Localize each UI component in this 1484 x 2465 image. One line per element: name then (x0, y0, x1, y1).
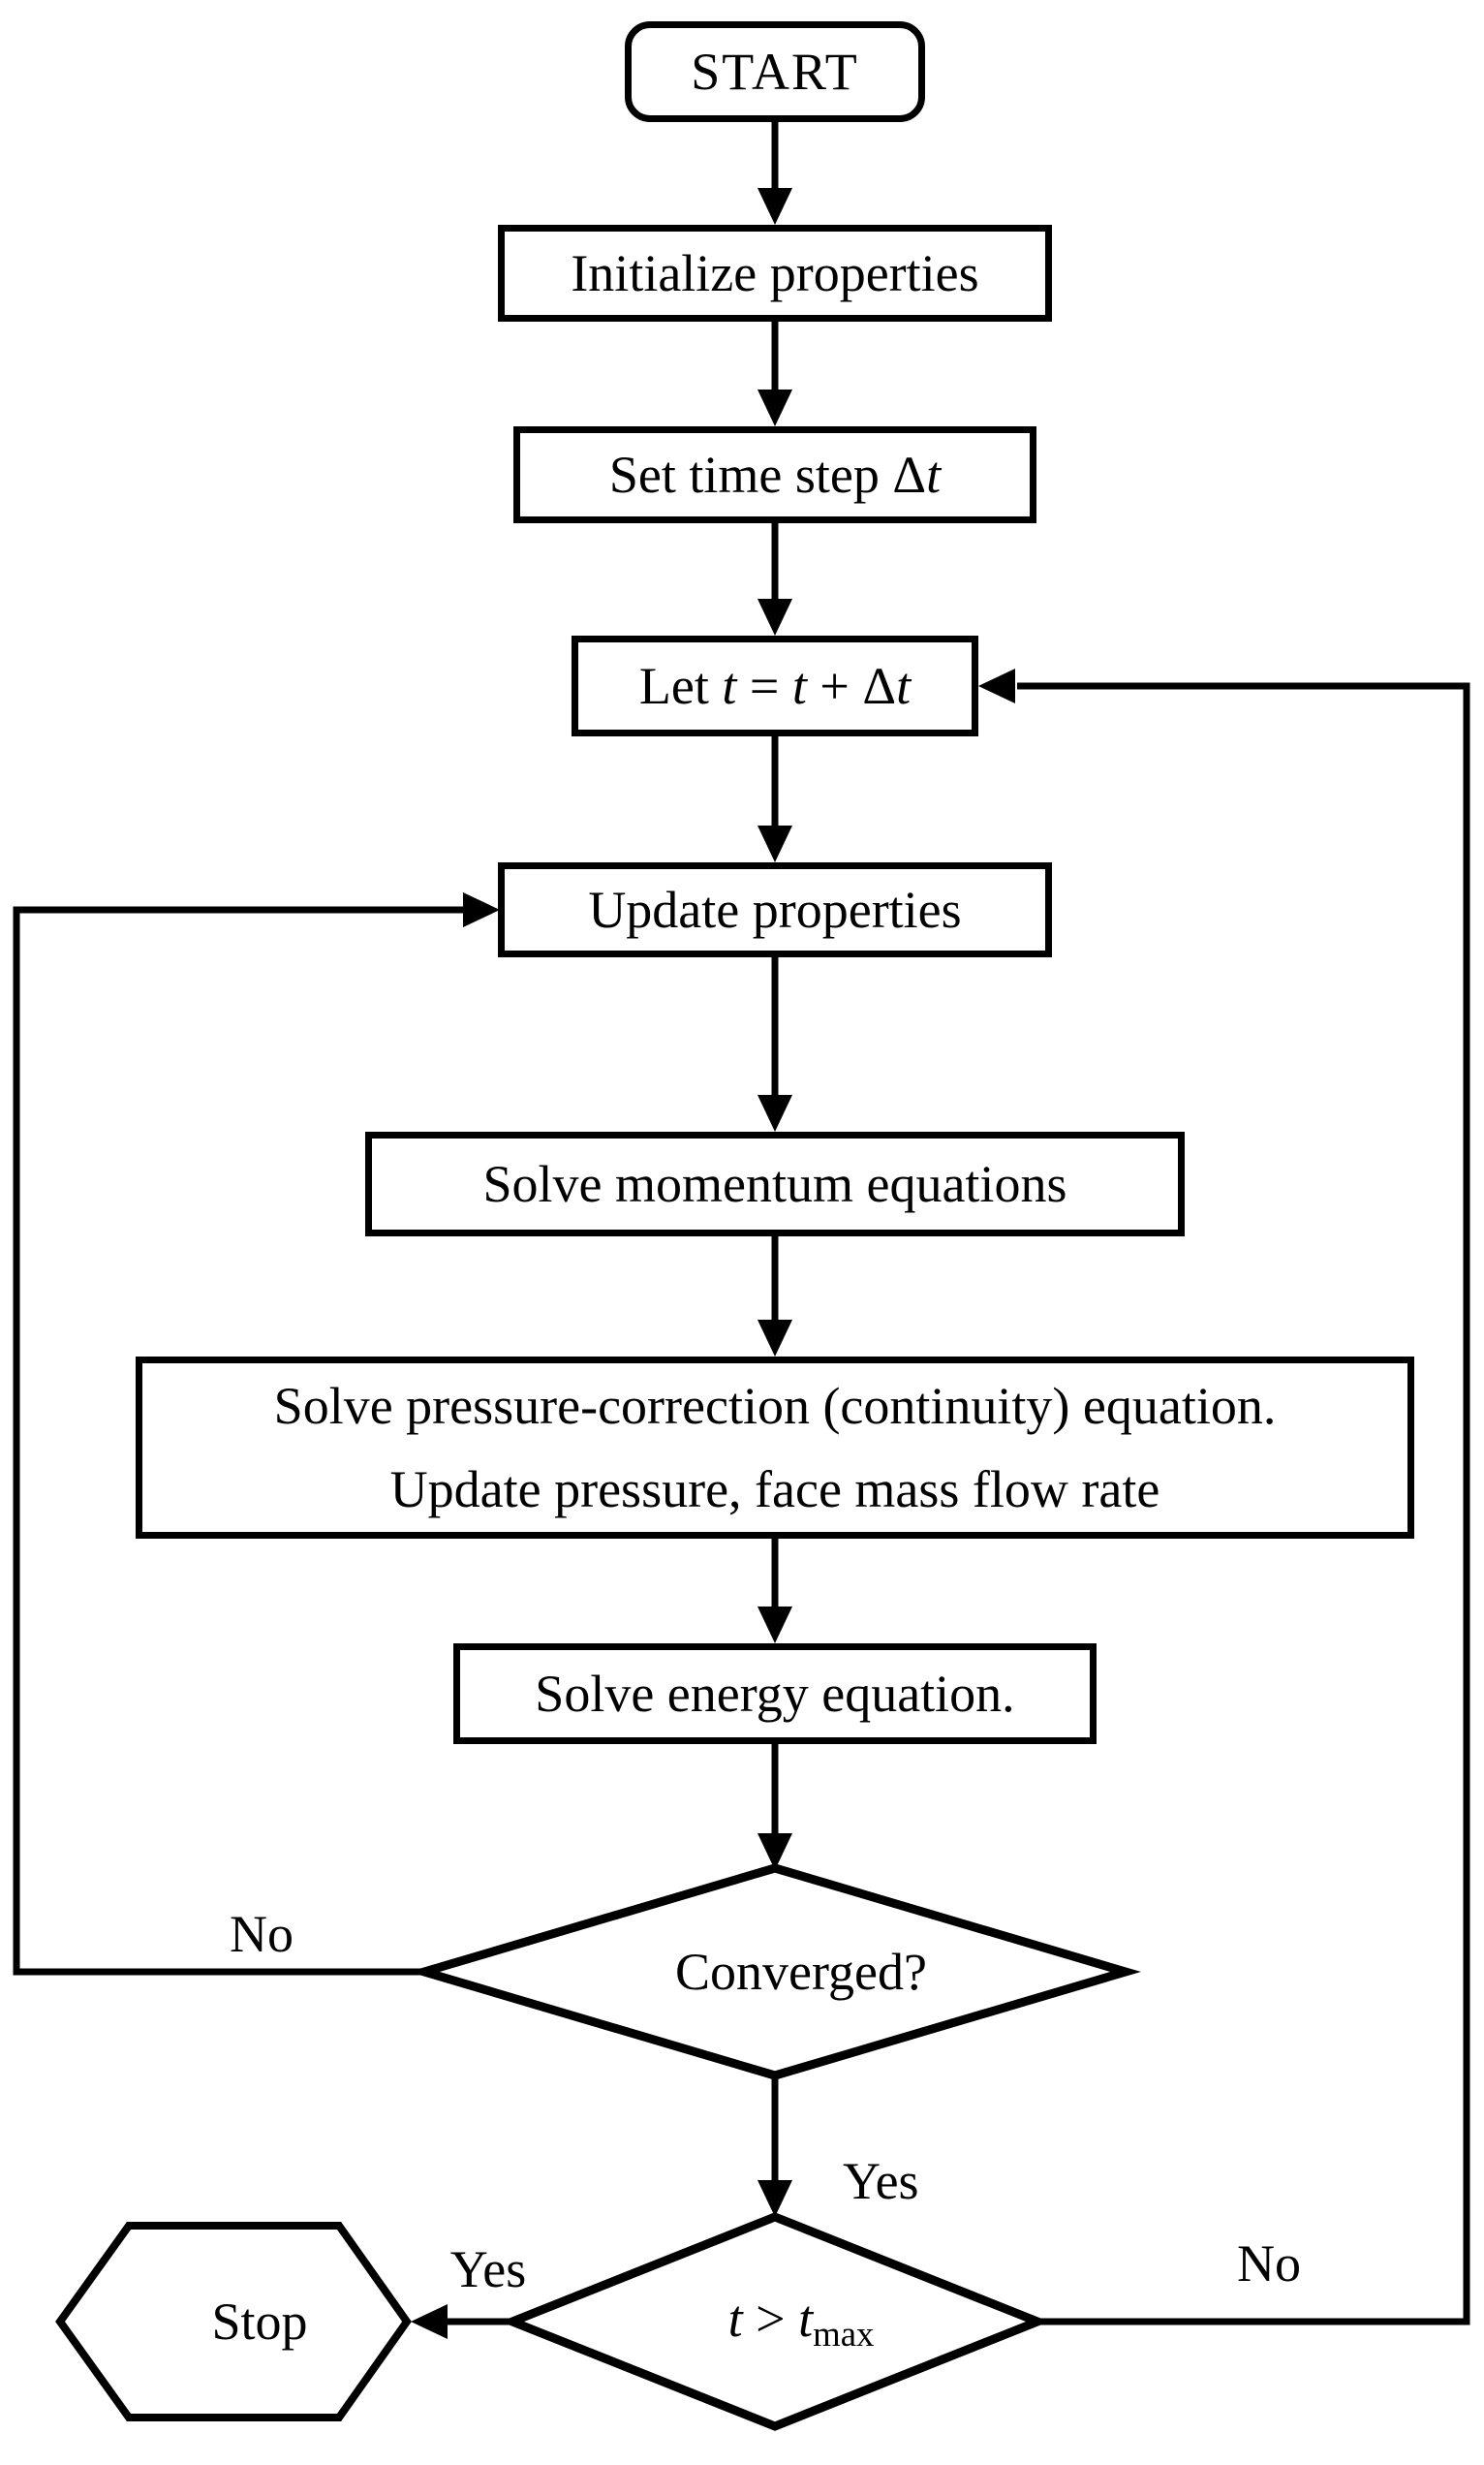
connector-converged-no-loop (13, 906, 465, 1976)
set-time-step-box: Set time step Δt (513, 426, 1036, 523)
converged-decision-shape (409, 1863, 1141, 2080)
pressure-correction-line1: Solve pressure-correction (continuity) e… (273, 1376, 1277, 1435)
converged-decision-label: Converged? (675, 1943, 927, 2001)
arrowhead-energy (757, 1607, 792, 1643)
pressure-correction-box: Solve pressure-correction (continuity) e… (136, 1357, 1414, 1539)
advance-time-label: Let t = t + Δt (638, 656, 912, 715)
start-label: START (691, 42, 859, 101)
time-check-decision-shape (500, 2212, 1050, 2431)
advance-time-box: Let t = t + Δt (572, 636, 978, 736)
set-time-step-label: Set time step Δt (608, 445, 942, 504)
solve-momentum-box: Solve momentum equations (365, 1132, 1185, 1236)
arrowhead-advancetime-right (978, 669, 1015, 703)
solve-momentum-label: Solve momentum equations (482, 1154, 1067, 1213)
arrowhead-converged (757, 1833, 792, 1870)
delta-symbol: Δ (892, 445, 927, 504)
arrowhead-pressure (757, 1320, 792, 1357)
time-check-decision-label: t > tmax (727, 2289, 875, 2355)
solve-energy-label: Solve energy equation. (535, 1664, 1015, 1723)
start-terminator: START (625, 21, 925, 122)
converged-yes-label: Yes (843, 2152, 919, 2210)
stop-terminator-label: Stop (211, 2293, 308, 2351)
update-properties-label: Update properties (588, 880, 962, 939)
update-properties-box: Update properties (498, 862, 1052, 957)
arrowhead-update-top (757, 826, 792, 862)
time-variable: t (926, 445, 942, 504)
connector-timecheck-no-loop (1017, 682, 1470, 2325)
arrowhead-momentum (757, 1095, 792, 1132)
arrowhead-stop (411, 2304, 448, 2339)
arrowhead-timecheck (757, 2180, 792, 2217)
solve-energy-box: Solve energy equation. (453, 1643, 1097, 1744)
time-check-no-label: No (1237, 2234, 1301, 2293)
arrowhead-update-left (463, 892, 500, 927)
pressure-correction-line2: Update pressure, face mass flow rate (389, 1460, 1160, 1518)
arrowhead-settimestep (757, 390, 792, 426)
delta-symbol: Δ (862, 656, 897, 715)
arrowhead-advancetime (757, 599, 792, 636)
converged-no-label: No (230, 1905, 294, 1963)
time-check-yes-label: Yes (449, 2240, 527, 2298)
initialize-properties-box: Initialize properties (498, 225, 1052, 322)
tmax-subscript: max (813, 2314, 875, 2355)
stop-terminator-shape (55, 2222, 412, 2421)
initialize-label: Initialize properties (571, 243, 979, 302)
arrowhead-initialize (757, 188, 792, 225)
